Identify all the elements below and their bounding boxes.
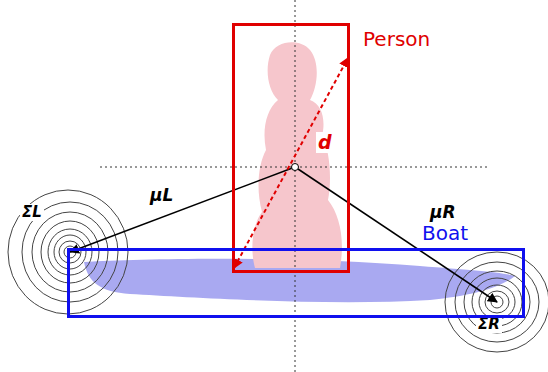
covariance-label: ΣL [20,204,44,221]
size-label: d [316,132,334,153]
center-point [292,164,299,171]
box-heading: Person [363,28,430,50]
mean-vector-left [70,167,295,252]
box-heading: Boat [422,222,468,244]
size-arrow [234,58,348,268]
mean-label: μL [148,186,175,205]
person-silhouette [252,42,342,268]
person-box: Person [232,23,350,273]
mean-label: μR [428,203,458,222]
mean-vector-right [295,167,497,302]
covariance-label: ΣR [476,316,502,333]
boat-box: Boat [67,248,525,318]
